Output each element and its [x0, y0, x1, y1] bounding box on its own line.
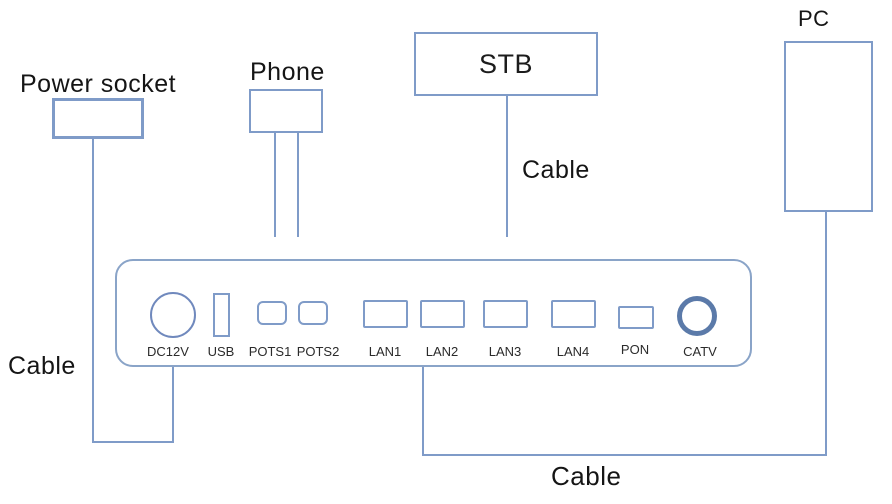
lan4-port-label: LAN4	[556, 344, 590, 359]
catv-port-label: CATV	[683, 344, 717, 359]
lan1-port	[363, 300, 408, 328]
pots1-port	[257, 301, 287, 325]
dc12v-port-label: DC12V	[147, 344, 189, 359]
lan2-port	[420, 300, 465, 328]
phone-label: Phone	[250, 58, 325, 86]
power-cable-line	[92, 139, 174, 443]
phone-box	[249, 89, 323, 133]
stb-cable-label: Cable	[522, 156, 590, 184]
pots2-port-label: POTS2	[296, 344, 340, 359]
catv-port	[677, 296, 717, 336]
usb-port-label: USB	[207, 344, 235, 359]
pon-port	[618, 306, 654, 329]
pots1-port-label: POTS1	[248, 344, 292, 359]
lan3-port	[483, 300, 528, 328]
lan2-to-pc-cable-line	[422, 212, 827, 456]
stb-box: STB	[414, 32, 598, 96]
pots2-port	[298, 301, 328, 325]
pon-port-label: PON	[620, 342, 650, 357]
pc-label: PC	[798, 6, 830, 31]
dc12v-port	[150, 292, 196, 338]
stb-label: STB	[478, 48, 533, 79]
pc-box	[784, 41, 873, 212]
lan-pc-cable-label: Cable	[551, 461, 622, 491]
power-socket-label: Power socket	[20, 70, 177, 98]
lan1-port-label: LAN1	[368, 344, 402, 359]
power-cable-label: Cable	[8, 352, 76, 380]
usb-port	[213, 293, 230, 337]
lan3-port-label: LAN3	[488, 344, 522, 359]
power-socket-box	[52, 98, 144, 139]
lan2-port-label: LAN2	[425, 344, 459, 359]
lan4-port	[551, 300, 596, 328]
